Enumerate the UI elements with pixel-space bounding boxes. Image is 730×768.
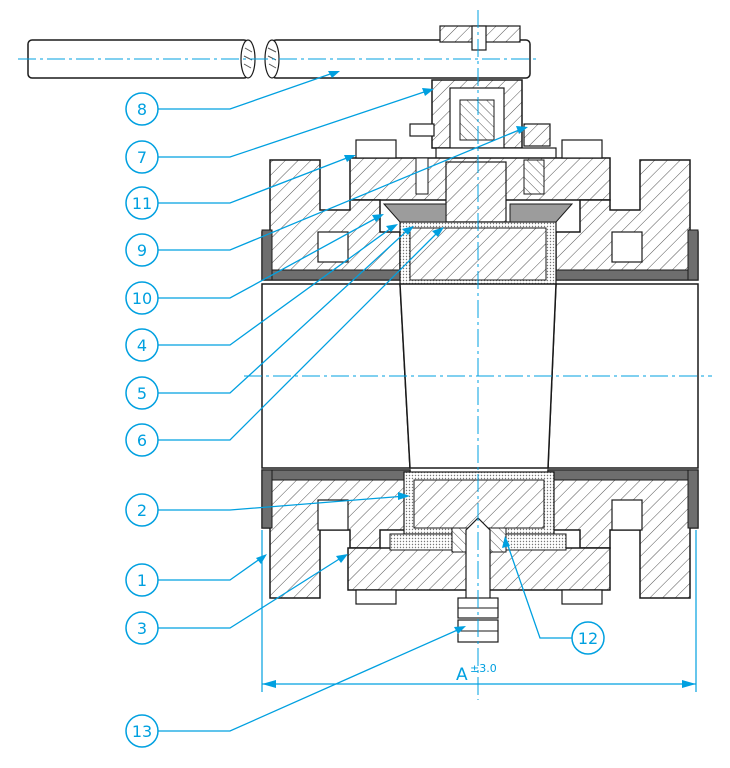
svg-text:3: 3 <box>137 619 147 638</box>
svg-text:13: 13 <box>132 722 152 741</box>
callout-9: 9 <box>125 233 159 267</box>
callout-6: 6 <box>125 423 159 457</box>
svg-text:4: 4 <box>137 336 147 355</box>
leader-lines <box>158 71 572 732</box>
callout-5: 5 <box>125 376 159 410</box>
svg-text:2: 2 <box>137 501 147 520</box>
dimension-tolerance: ±3.0 <box>470 662 497 675</box>
callout-11: 11 <box>125 186 159 220</box>
bonnet <box>349 139 611 223</box>
valve-body-upper <box>261 159 699 281</box>
callout-4: 4 <box>125 328 159 362</box>
callout-12: 12 <box>571 621 605 655</box>
callout-3: 3 <box>125 611 159 645</box>
stem-adapter <box>409 79 557 163</box>
svg-text:5: 5 <box>137 384 147 403</box>
svg-text:8: 8 <box>137 100 147 119</box>
svg-text:1: 1 <box>137 571 147 590</box>
callout-10: 10 <box>125 281 159 315</box>
callout-2: 2 <box>125 493 159 527</box>
callout-13: 13 <box>125 714 159 748</box>
callout-1: 1 <box>125 563 159 597</box>
svg-text:12: 12 <box>578 629 598 648</box>
svg-text:6: 6 <box>137 431 147 450</box>
callout-7: 7 <box>125 140 159 174</box>
svg-text:11: 11 <box>132 194 152 213</box>
valve-body-lower <box>261 469 699 599</box>
lever-handle <box>27 25 531 79</box>
dimension-label: A <box>456 665 468 685</box>
svg-text:7: 7 <box>137 148 147 167</box>
svg-text:9: 9 <box>137 241 147 260</box>
centerlines <box>18 10 712 700</box>
callout-8: 8 <box>125 92 159 126</box>
svg-text:10: 10 <box>132 289 152 308</box>
